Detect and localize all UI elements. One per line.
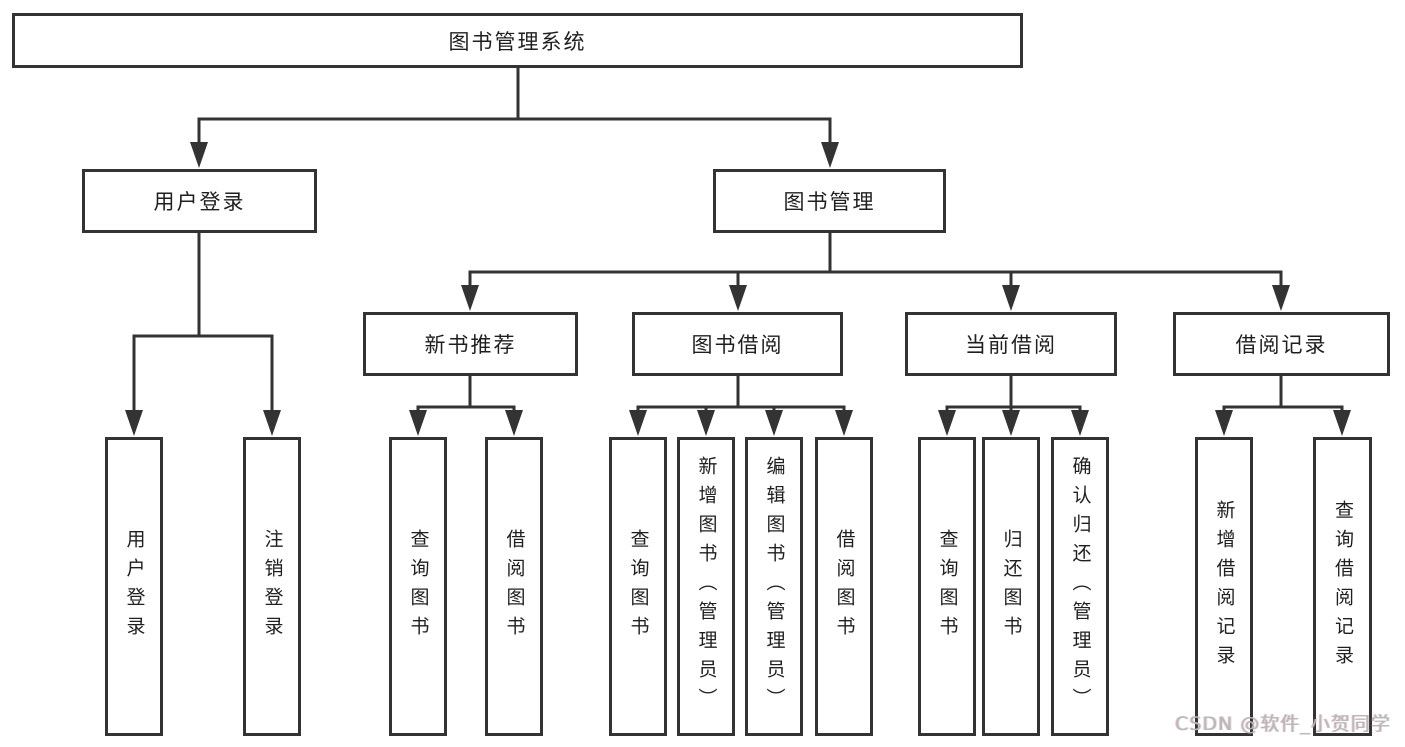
- node-book-management-label: 图书管理: [783, 190, 876, 214]
- node-current-borrowing: 当前借阅: [905, 312, 1117, 376]
- arrowhead: [629, 410, 647, 436]
- node-current-borrowing-label: 当前借阅: [965, 333, 1057, 357]
- node-borrowing-records: 借阅记录: [1173, 312, 1390, 376]
- node-root: 图书管理系统: [12, 13, 1023, 68]
- arrowhead: [765, 410, 783, 436]
- node-leaf-query-books-borrowing-label: 查询图书: [627, 528, 650, 645]
- node-leaf-query-books-borrowing: 查询图书: [609, 437, 667, 736]
- arrowhead: [461, 285, 479, 311]
- node-leaf-logout: 注销登录: [243, 437, 301, 736]
- node-leaf-borrow-books-label: 借阅图书: [833, 528, 856, 645]
- arrowhead: [1002, 285, 1020, 311]
- node-new-book-recommend: 新书推荐: [363, 312, 578, 376]
- arrowhead: [821, 142, 839, 168]
- node-leaf-add-borrow-record-label: 新增借阅记录: [1213, 499, 1236, 674]
- arrowhead: [1215, 410, 1233, 436]
- node-book-borrowing-label: 图书借阅: [691, 333, 784, 357]
- node-user-login: 用户登录: [82, 169, 317, 233]
- arrowhead: [835, 410, 853, 436]
- node-leaf-query-books-current-label: 查询图书: [936, 528, 959, 645]
- arrowhead: [409, 410, 427, 436]
- arrowhead: [1071, 410, 1089, 436]
- node-leaf-query-books-recommend-label: 查询图书: [407, 528, 430, 645]
- arrowhead: [729, 285, 747, 311]
- node-book-borrowing: 图书借阅: [632, 312, 843, 376]
- arrowhead: [190, 142, 208, 168]
- node-borrowing-records-label: 借阅记录: [1235, 333, 1328, 357]
- node-leaf-borrow-books-recommend-label: 借阅图书: [503, 528, 526, 645]
- node-leaf-user-login-label: 用户登录: [123, 528, 146, 645]
- node-user-login-label: 用户登录: [153, 190, 246, 214]
- node-book-management: 图书管理: [713, 169, 946, 233]
- node-leaf-query-borrow-record: 查询借阅记录: [1313, 437, 1372, 736]
- node-leaf-add-books-admin-label: 新增图书（管理员）: [695, 456, 718, 717]
- node-leaf-edit-books-admin-label: 编辑图书（管理员）: [763, 456, 786, 717]
- node-leaf-return-books-label: 归还图书: [1000, 528, 1023, 645]
- node-leaf-return-books: 归还图书: [982, 437, 1040, 736]
- node-root-label: 图书管理系统: [448, 29, 587, 54]
- csdn-watermark: CSDN @软件_小贺同学: [1175, 713, 1391, 735]
- arrowhead: [1002, 410, 1020, 436]
- node-leaf-logout-label: 注销登录: [261, 528, 284, 645]
- node-leaf-borrow-books-recommend: 借阅图书: [485, 437, 543, 736]
- node-leaf-edit-books-admin: 编辑图书（管理员）: [745, 437, 803, 736]
- arrowheads: [125, 142, 1351, 436]
- node-leaf-add-books-admin: 新增图书（管理员）: [677, 437, 735, 736]
- arrowhead: [1333, 410, 1351, 436]
- node-leaf-query-books-recommend: 查询图书: [389, 437, 447, 736]
- node-leaf-user-login: 用户登录: [105, 437, 163, 736]
- node-leaf-query-books-current: 查询图书: [918, 437, 976, 736]
- arrowhead: [263, 410, 281, 436]
- arrowhead: [938, 410, 956, 436]
- node-new-book-recommend-label: 新书推荐: [424, 333, 517, 357]
- node-leaf-confirm-return-admin-label: 确认归还（管理员）: [1069, 456, 1092, 717]
- arrowhead: [505, 410, 523, 436]
- node-leaf-confirm-return-admin: 确认归还（管理员）: [1051, 437, 1109, 736]
- node-leaf-borrow-books: 借阅图书: [815, 437, 873, 736]
- node-leaf-query-borrow-record-label: 查询借阅记录: [1332, 499, 1354, 674]
- arrowhead: [1272, 285, 1290, 311]
- arrowhead: [697, 410, 715, 436]
- arrowhead: [125, 410, 143, 436]
- node-leaf-add-borrow-record: 新增借阅记录: [1195, 437, 1253, 736]
